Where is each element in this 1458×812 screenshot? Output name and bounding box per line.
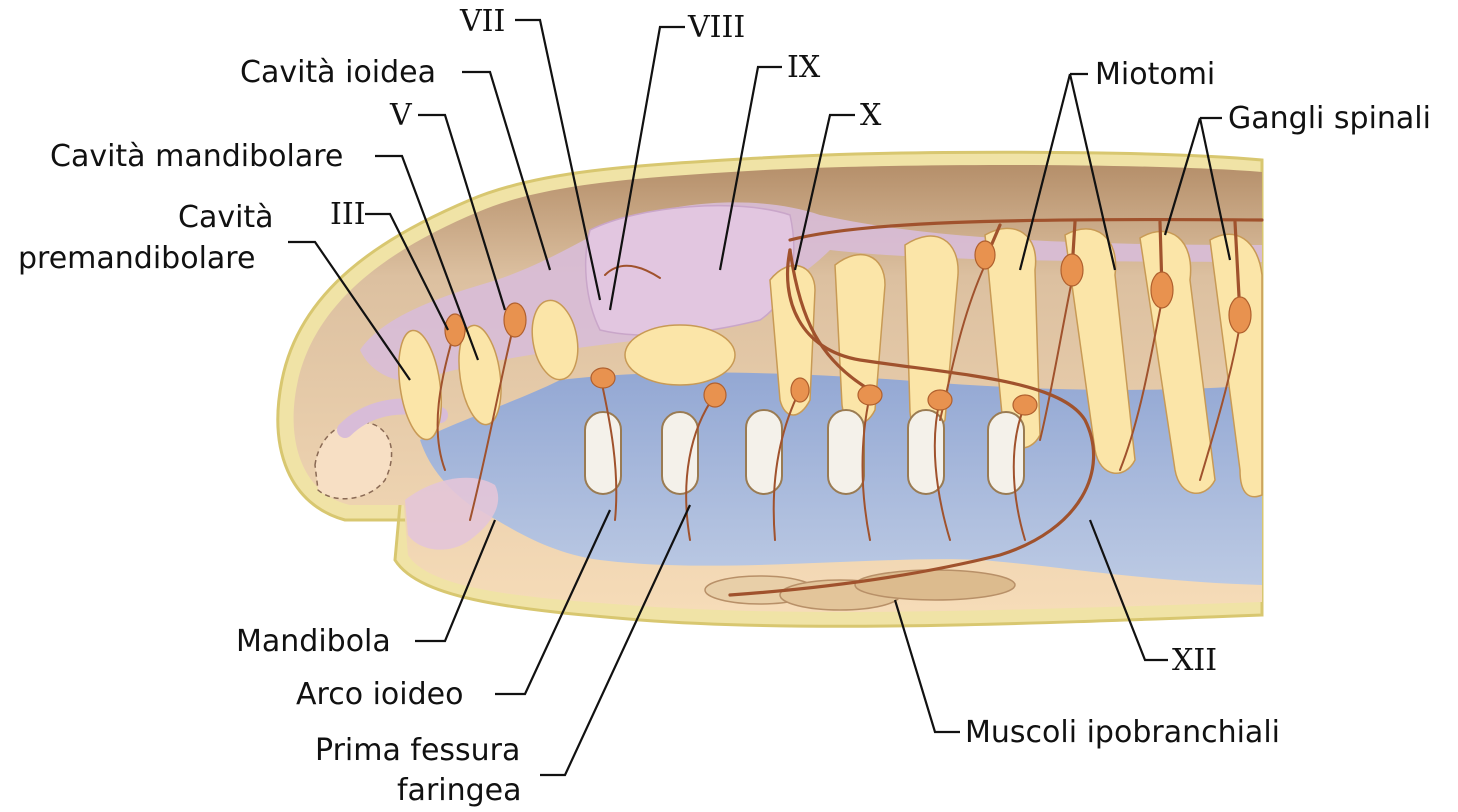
- label-arco-ioideo: Arco ioideo: [296, 677, 463, 712]
- otic-region: [625, 325, 735, 385]
- label-viii: VIII: [687, 10, 745, 45]
- label-cavita-premandibolare-line2: premandibolare: [18, 241, 255, 276]
- label-cavita-ioidea: Cavità ioidea: [240, 55, 436, 90]
- ganglion-ix: [704, 383, 726, 407]
- label-cavita-premandibolare-line1: Cavità: [178, 200, 274, 235]
- label-mandibola: Mandibola: [236, 624, 391, 659]
- label-v: V: [389, 98, 413, 133]
- ganglion-x-1: [791, 378, 809, 402]
- label-x: X: [860, 98, 882, 133]
- ganglion-v: [504, 303, 526, 337]
- label-muscoli-ipobranchiali: Muscoli ipobranchiali: [965, 715, 1280, 750]
- label-prima-fessura-line1: Prima fessura: [315, 733, 520, 768]
- ganglion-x-4: [1013, 395, 1037, 415]
- pharyngeal-slit-5: [908, 410, 944, 494]
- label-prima-fessura-line2: faringea: [397, 773, 522, 808]
- ganglion-x-3: [928, 390, 952, 410]
- label-gangli-spinali: Gangli spinali: [1228, 101, 1431, 136]
- label-vii: VII: [459, 4, 505, 39]
- pharyngeal-slit-4: [828, 410, 864, 494]
- spinal-ganglion-1: [975, 241, 995, 269]
- spinal-ganglion-4: [1229, 297, 1251, 333]
- label-cavita-mandibolare: Cavità mandibolare: [50, 139, 343, 174]
- label-iii: III: [330, 197, 366, 232]
- ganglion-vii: [591, 368, 615, 388]
- label-xii: XII: [1172, 643, 1217, 678]
- ganglion-x-2: [858, 385, 882, 405]
- pharyngeal-slit-2: [662, 412, 698, 494]
- label-ix: IX: [787, 50, 821, 85]
- label-miotomi: Miotomi: [1095, 57, 1215, 92]
- hypobranchial-muscle-3: [855, 570, 1015, 600]
- spinal-ganglion-2: [1061, 254, 1083, 286]
- pharyngeal-slit-3: [746, 410, 782, 494]
- spinal-ganglion-3: [1151, 272, 1173, 308]
